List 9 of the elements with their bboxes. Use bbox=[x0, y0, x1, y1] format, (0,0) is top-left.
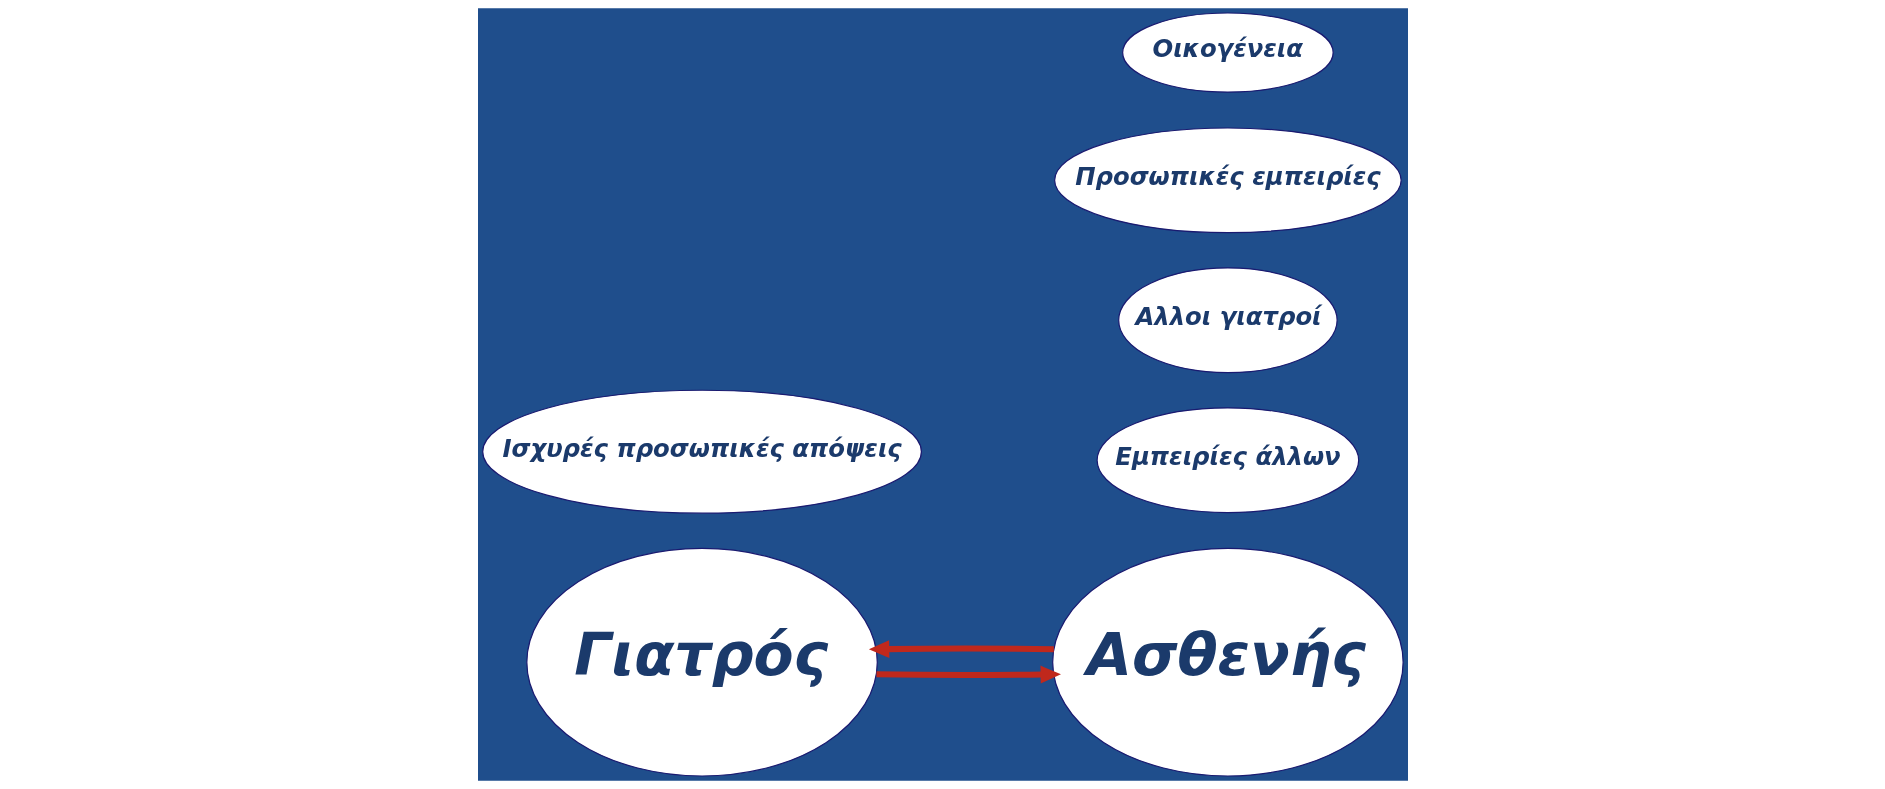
node-ellipse: Αλλοι γιατροί bbox=[1117, 267, 1338, 374]
node-ellipse: Εμπειρίες άλλων bbox=[1096, 407, 1359, 514]
node-ellipse: Προσωπικές εμπειρίες bbox=[1053, 127, 1402, 234]
node-ellipse: Ασθενής bbox=[1051, 547, 1404, 777]
arrow bbox=[868, 640, 1054, 658]
arrow bbox=[875, 665, 1061, 684]
node-ellipse: Γιατρός bbox=[525, 547, 878, 777]
node-ellipse: Ισχυρές προσωπικές απόψεις bbox=[481, 389, 922, 514]
node-ellipse: Οικογένεια bbox=[1121, 12, 1334, 93]
